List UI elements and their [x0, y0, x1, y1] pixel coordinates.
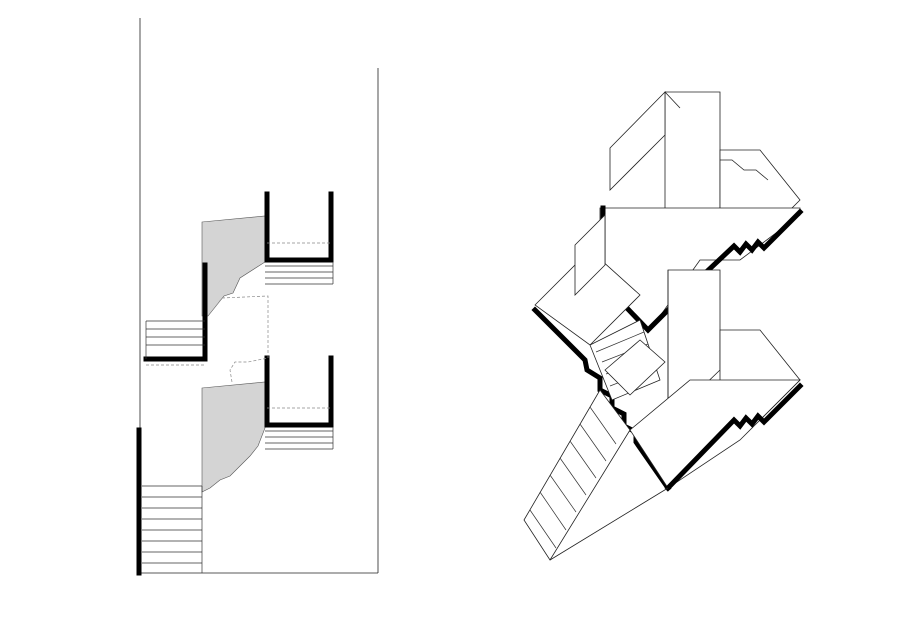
axo-lower-floor-slab	[629, 379, 801, 489]
middle-stair-treads	[145, 320, 205, 359]
axo-ground-flight-edge	[549, 487, 669, 561]
axo-stair-core-fill	[574, 214, 666, 396]
lower-balcony-wall	[264, 355, 334, 428]
axo-middle-slab	[534, 249, 641, 346]
ground-stair-treads	[142, 485, 203, 573]
axo-upper-stepped-edge	[696, 208, 804, 282]
lower-balcony-treads	[265, 427, 334, 450]
upper-balcony-treads	[265, 262, 334, 285]
axo-ground-flight	[523, 389, 631, 561]
hidden-stair-profile	[215, 295, 269, 383]
middle-l-wall	[143, 262, 208, 362]
axo-lower-stepped-edge	[664, 382, 804, 492]
upper-balcony-wall	[264, 191, 334, 263]
